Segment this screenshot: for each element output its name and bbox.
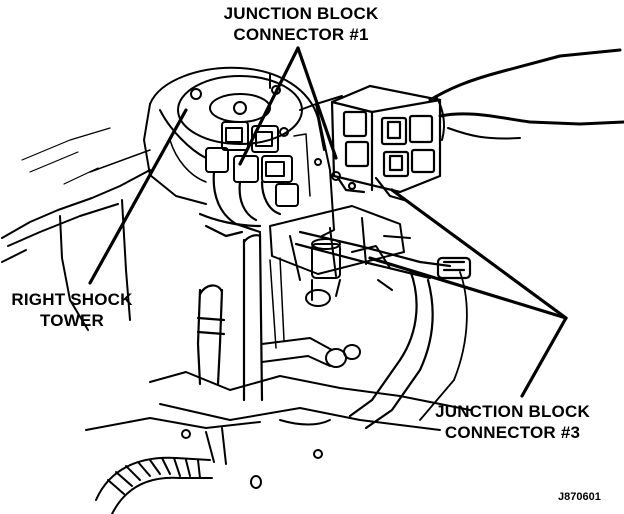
label-right-shock-tower: RIGHT SHOCK TOWER xyxy=(11,290,133,330)
leader-jb3-stem xyxy=(520,316,568,398)
wiring-harness-left xyxy=(198,170,282,238)
leader-jb3-upper xyxy=(390,188,568,320)
junction-block-connector-3 xyxy=(436,256,472,280)
leader-shock-tower xyxy=(88,108,188,285)
relay-housing xyxy=(330,84,442,202)
fuse-bracket xyxy=(269,205,411,307)
corrugated-hose xyxy=(95,427,227,514)
figure-code: J870601 xyxy=(558,491,601,503)
leader-jb1-right xyxy=(296,46,338,160)
engine-frame-lower xyxy=(85,371,471,489)
leader-jb3-lower xyxy=(368,256,568,320)
leader-jb1-left xyxy=(238,46,300,166)
wiring-harness-top xyxy=(428,48,624,141)
lower-pipe xyxy=(261,337,361,368)
coolant-hose xyxy=(196,232,285,402)
label-junction-block-connector-3: JUNCTION BLOCK CONNECTOR #3 xyxy=(435,402,590,442)
wiring-to-connector-3 xyxy=(294,230,468,430)
label-junction-block-connector-1: JUNCTION BLOCK CONNECTOR #1 xyxy=(223,4,379,44)
leader-lines xyxy=(88,46,568,398)
